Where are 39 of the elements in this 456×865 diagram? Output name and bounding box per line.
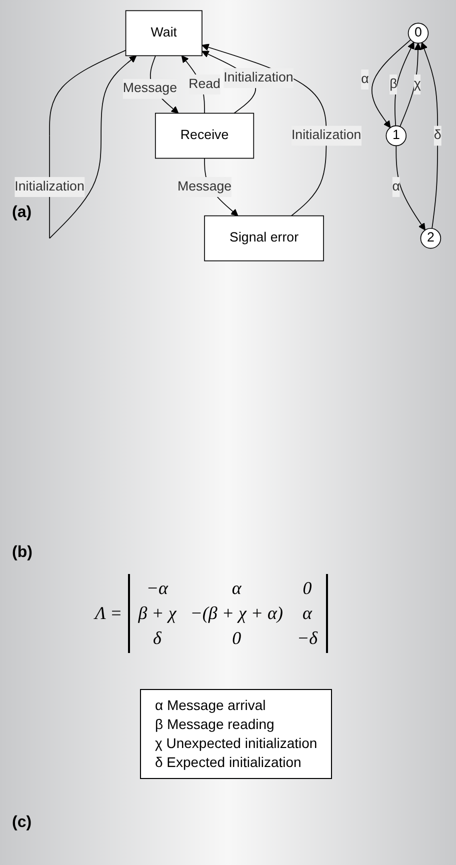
legend-entry: δ Expected initialization: [155, 753, 302, 772]
edge-label: Read: [188, 76, 220, 92]
edge-label: χ: [414, 76, 421, 92]
edge-label: δ: [434, 128, 442, 142]
legend-entry: α Message arrival: [155, 696, 267, 715]
legend-entry: β Message reading: [155, 715, 276, 734]
matrix-entry: −(β + χ + α): [190, 603, 283, 624]
matrix-entry: β + χ: [138, 603, 176, 624]
node-box: Signal error: [204, 215, 324, 262]
matrix-symbol: Λ =: [95, 603, 122, 624]
edge-label: β: [390, 76, 398, 92]
node-circle: 0: [408, 22, 429, 44]
matrix-entry: 0: [302, 578, 313, 599]
matrix-entry: δ: [152, 628, 162, 649]
edge-label: Initialization: [291, 128, 362, 142]
matrix-entry: −δ: [297, 628, 318, 649]
panel-label: (b): [12, 544, 32, 562]
matrix-entry: α: [230, 578, 242, 599]
matrix-entry: 0: [231, 628, 242, 649]
edge-label: α: [392, 180, 400, 194]
matrix-entry: −α: [145, 578, 170, 599]
node-circle: 1: [386, 125, 407, 146]
arrow: [394, 42, 414, 126]
edge-label: Initialization: [224, 70, 294, 85]
node-box: Receive: [154, 112, 254, 159]
legend-entry: χ Unexpected initialization: [155, 734, 318, 753]
panel-label: (a): [12, 204, 32, 222]
edge-label: α: [361, 72, 369, 86]
matrix-entry: α: [302, 603, 314, 624]
edge-label: Message: [122, 81, 178, 96]
arrow: [420, 42, 438, 229]
panel-label: (c): [12, 814, 32, 832]
node-circle: 2: [420, 228, 442, 249]
arrow: [396, 145, 426, 230]
arrow: [371, 39, 412, 128]
arrow: [400, 42, 422, 127]
edge-label: Message: [177, 180, 232, 194]
edge-label: Initialization: [14, 180, 84, 194]
node-box: Wait: [125, 10, 202, 56]
